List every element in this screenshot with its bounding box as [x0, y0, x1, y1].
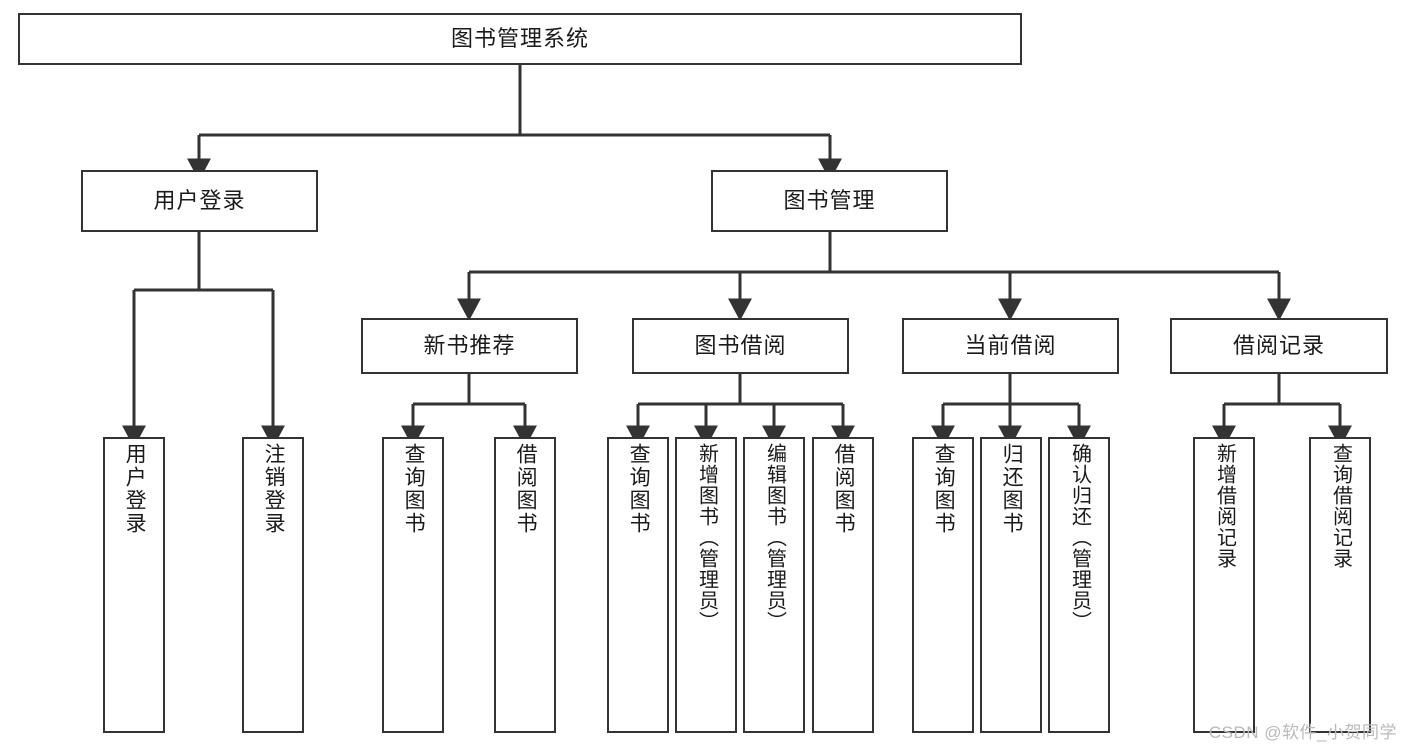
node-new-book-recommend[interactable]: 新书推荐 — [361, 318, 578, 374]
leaf-current-borrow-confirm-return[interactable]: 确认归还（管理员） — [1048, 437, 1110, 733]
leaf-new-book-query[interactable]: 查询图书 — [382, 437, 444, 733]
leaf-current-borrow-return[interactable]: 归还图书 — [980, 437, 1042, 733]
node-book-management[interactable]: 图书管理 — [711, 170, 948, 232]
node-book-borrow[interactable]: 图书借阅 — [632, 318, 849, 374]
leaf-user-login-logout[interactable]: 注销登录 — [242, 437, 304, 733]
node-borrow-record[interactable]: 借阅记录 — [1170, 318, 1388, 374]
leaf-label: 查询图书 — [932, 443, 956, 535]
leaf-new-book-borrow[interactable]: 借阅图书 — [494, 437, 556, 733]
leaf-label: 借阅图书 — [514, 443, 538, 535]
node-current-borrow[interactable]: 当前借阅 — [902, 318, 1119, 374]
leaf-label: 借阅图书 — [832, 443, 856, 535]
node-root[interactable]: 图书管理系统 — [18, 13, 1022, 65]
leaf-label: 查询图书 — [402, 443, 426, 535]
leaf-book-borrow-query[interactable]: 查询图书 — [607, 437, 669, 733]
node-book-borrow-label: 图书借阅 — [694, 332, 787, 358]
leaf-label: 新增借阅记录 — [1213, 443, 1236, 569]
node-book-management-label: 图书管理 — [783, 187, 876, 213]
node-borrow-record-label: 借阅记录 — [1232, 332, 1325, 358]
node-user-login[interactable]: 用户登录 — [81, 170, 318, 232]
leaf-book-borrow-add[interactable]: 新增图书（管理员） — [675, 437, 737, 733]
leaf-label: 注销登录 — [262, 443, 286, 535]
node-root-label: 图书管理系统 — [450, 25, 589, 51]
node-current-borrow-label: 当前借阅 — [964, 332, 1057, 358]
leaf-label: 查询图书 — [627, 443, 651, 535]
leaf-label: 确认归还（管理员） — [1068, 443, 1091, 632]
leaf-label: 归还图书 — [1000, 443, 1024, 535]
node-user-login-label: 用户登录 — [153, 187, 246, 213]
leaf-borrow-record-query[interactable]: 查询借阅记录 — [1309, 437, 1371, 733]
leaf-label: 用户登录 — [123, 443, 147, 535]
watermark: CSDN @软件_小贺同学 — [1208, 723, 1397, 742]
leaf-user-login-login[interactable]: 用户登录 — [103, 437, 165, 733]
leaf-current-borrow-query[interactable]: 查询图书 — [912, 437, 974, 733]
leaf-borrow-record-add[interactable]: 新增借阅记录 — [1193, 437, 1255, 733]
node-new-book-recommend-label: 新书推荐 — [423, 332, 516, 358]
leaf-book-borrow-borrow[interactable]: 借阅图书 — [812, 437, 874, 733]
leaf-label: 新增图书（管理员） — [695, 443, 718, 632]
leaf-book-borrow-edit[interactable]: 编辑图书（管理员） — [743, 437, 805, 733]
leaf-label: 编辑图书（管理员） — [763, 443, 786, 632]
leaf-label: 查询借阅记录 — [1329, 443, 1352, 569]
